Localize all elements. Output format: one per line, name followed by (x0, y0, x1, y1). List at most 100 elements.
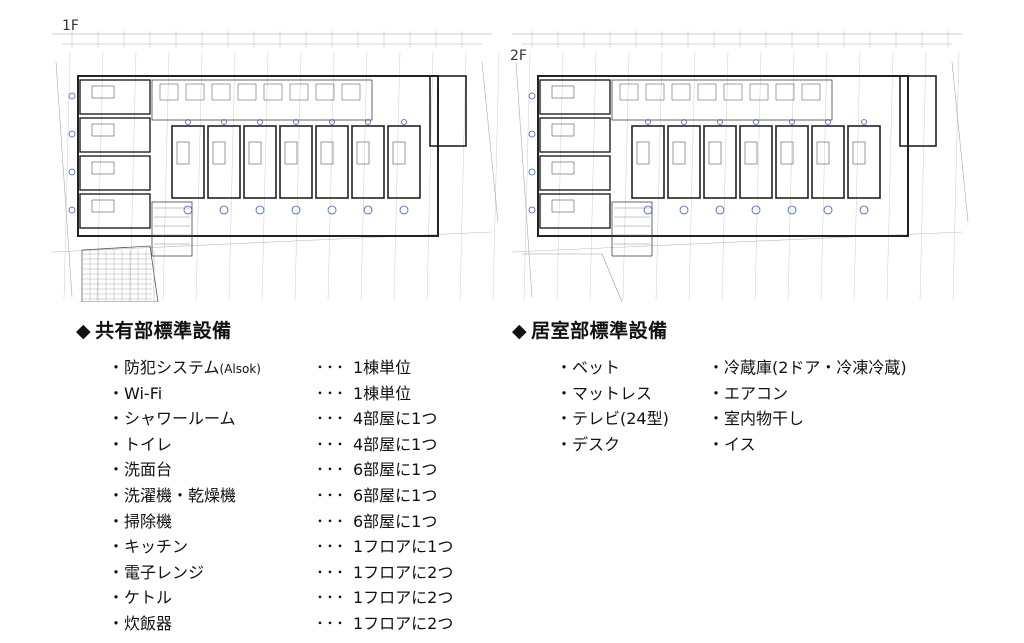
grid-marker (787, 205, 797, 215)
bed-outline (176, 141, 190, 165)
equipment-name: ・電子レンジ (108, 562, 205, 582)
list-item: ・シャワールーム･･･4部屋に1つ (108, 406, 468, 432)
bed-outline (392, 141, 406, 165)
room-outline (171, 125, 205, 199)
grid-line (886, 51, 894, 301)
bed-outline (320, 141, 334, 165)
list-item: ・ケトル･･･1フロアに2つ (108, 585, 468, 611)
grid-marker (221, 119, 227, 125)
bed-outline (708, 141, 722, 165)
grid-line (919, 51, 927, 301)
floor-plan-1f (52, 22, 502, 302)
site-boundary (951, 61, 969, 223)
grid-marker (291, 205, 301, 215)
grid-marker (528, 92, 536, 100)
bed-outline (551, 161, 575, 175)
grid-marker (825, 119, 831, 125)
list-item: ・トイレ･･･4部屋に1つ (108, 432, 468, 458)
list-item: ・冷蔵庫(2ドア・冷凍冷蔵) (708, 358, 907, 377)
bed-outline (744, 141, 758, 165)
dots-separator: ･･･ (316, 562, 347, 582)
fixture-outline (619, 83, 639, 101)
list-item: ・掃除機･･･6部屋に1つ (108, 509, 468, 535)
grid-marker (365, 119, 371, 125)
list-item: ・デスク (556, 434, 621, 454)
grid-line (655, 51, 663, 301)
stair-block (899, 75, 937, 147)
grid-marker (861, 119, 867, 125)
room-outline (739, 125, 773, 199)
equipment-quantity: 1フロアに2つ (353, 588, 454, 608)
fixture-outline (697, 83, 717, 101)
grid-marker (329, 119, 335, 125)
grid-line (492, 51, 500, 301)
room-outline (207, 125, 241, 199)
grid-marker (219, 205, 229, 215)
grid-marker (753, 119, 759, 125)
grid-line (721, 51, 729, 301)
room-outline (539, 155, 611, 191)
room-equipment-list-right: ・冷蔵庫(2ドア・冷凍冷蔵)・エアコン・室内物干し・イス (708, 355, 907, 457)
equipment-name: ・Wi-Fi (108, 383, 163, 403)
dots-separator: ･･･ (316, 511, 347, 531)
bed-outline (672, 141, 686, 165)
grid-marker (401, 119, 407, 125)
room-outline (539, 193, 611, 229)
list-item: ・洗濯機・乾燥機･･･6部屋に1つ (108, 483, 468, 509)
room-equipment-list-left: ・ベット・マットレス・テレビ(24型)・デスク (556, 355, 669, 457)
room-outline (539, 79, 611, 115)
entrance-area (611, 201, 653, 257)
fixture-outline (289, 83, 309, 101)
room-equipment-title-text: 居室部標準設備 (531, 320, 668, 342)
fixture-outline (775, 83, 795, 101)
fixture-outline (315, 83, 335, 101)
stair-block (429, 75, 467, 147)
grid-line (261, 51, 269, 301)
room-outline (79, 79, 151, 115)
room-outline (387, 125, 421, 199)
grid-line (228, 51, 236, 301)
room-outline (315, 125, 349, 199)
dots-separator: ･･･ (316, 613, 347, 633)
equipment-name: ・掃除機 (108, 511, 173, 531)
grid-marker (528, 206, 536, 214)
list-item: ・防犯システム(Alsok)･･･1棟単位 (108, 355, 468, 381)
fixture-outline (211, 83, 231, 101)
floor-plan-drawing (512, 31, 969, 302)
fixture-outline (341, 83, 361, 101)
fixture-outline (263, 83, 283, 101)
bed-outline (91, 85, 115, 99)
grid-marker (717, 119, 723, 125)
equipment-quantity: 4部屋に1つ (353, 434, 438, 454)
room-outline (79, 193, 151, 229)
equipment-quantity: 1フロアに2つ (353, 613, 454, 633)
grid-line (754, 51, 762, 301)
grid-line (327, 51, 335, 301)
list-item: ・室内物干し (708, 409, 805, 429)
common-equipment-title: ◆共有部標準設備 (76, 316, 232, 343)
bed-outline (212, 141, 226, 165)
building-outline (77, 75, 439, 237)
site-boundary (515, 61, 533, 298)
bed-outline (551, 123, 575, 137)
room-outline (667, 125, 701, 199)
grid-line (589, 51, 597, 301)
grid-line (129, 51, 137, 301)
grid-marker (399, 205, 409, 215)
dots-separator: ･･･ (316, 588, 347, 608)
list-item: ・Wi-Fi･･･1棟単位 (108, 381, 468, 407)
equipment-note: (Alsok) (219, 362, 261, 376)
site-boundary (481, 61, 499, 223)
list-item: ・エアコン (708, 383, 789, 403)
grid-line (360, 51, 368, 301)
equipment-quantity: 1フロアに2つ (353, 562, 454, 582)
dots-separator: ･･･ (316, 358, 347, 377)
grid-marker (823, 205, 833, 215)
grid-marker (679, 205, 689, 215)
common-equipment-title-text: 共有部標準設備 (95, 320, 232, 342)
bed-outline (636, 141, 650, 165)
fixture-outline (671, 83, 691, 101)
dots-separator: ･･･ (316, 383, 347, 403)
grid-line (622, 51, 630, 301)
list-item: ・テレビ(24型) (556, 409, 669, 429)
